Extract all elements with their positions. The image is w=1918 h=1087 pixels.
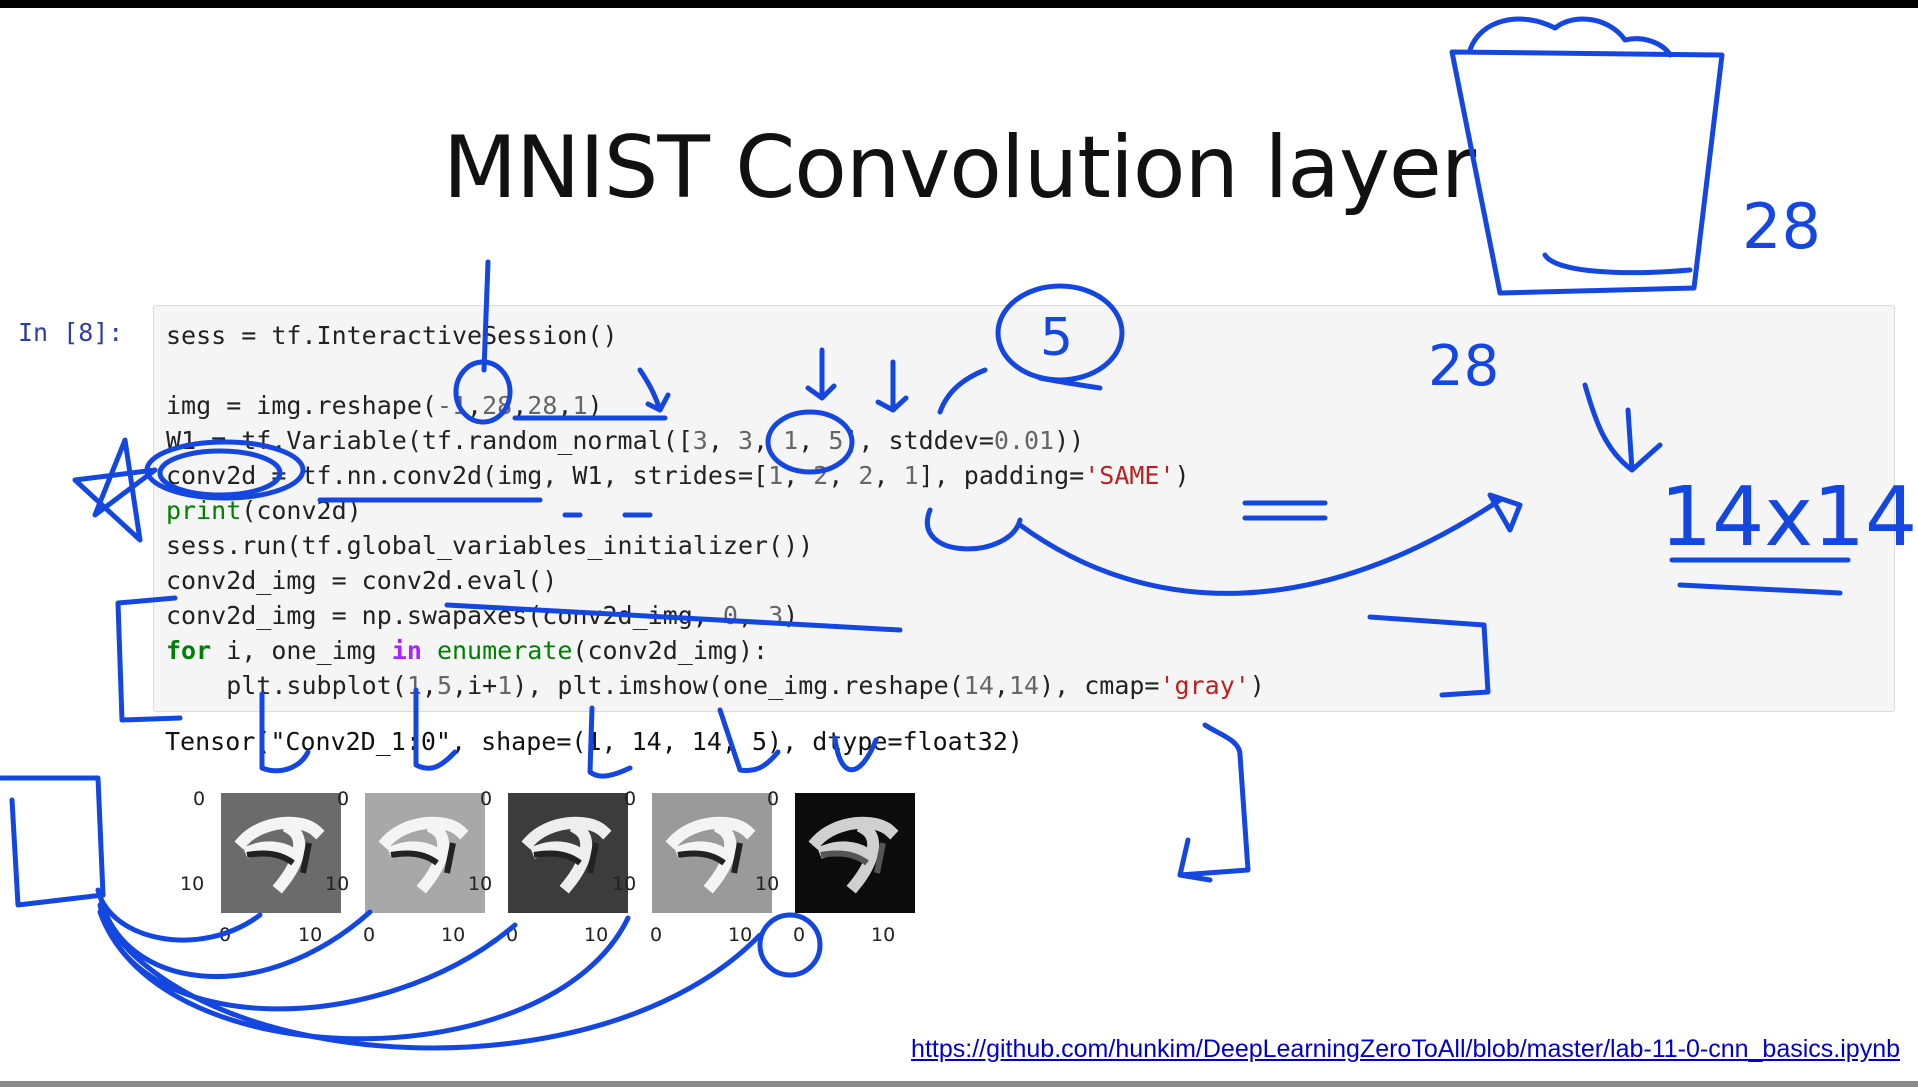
code-line-7: sess.run(tf.global_variables_initializer… [166, 531, 814, 560]
digit-stroke [521, 816, 612, 894]
tick-x-0: 0 [793, 924, 806, 946]
feature-map-icon [795, 793, 915, 913]
code-line-8: conv2d_img = conv2d.eval() [166, 566, 558, 595]
star-icon [72, 437, 158, 543]
tick-x-10: 10 [441, 924, 466, 946]
subplot-image-1 [221, 793, 341, 913]
tick-y-10: 10 [612, 873, 637, 895]
code-line-9: conv2d_img = np.swapaxes(conv2d_img, 0, … [166, 601, 799, 630]
cell-output: Tensor("Conv2D_1:0", shape=(1, 14, 14, 5… [165, 727, 1023, 756]
tick-y-0: 0 [193, 788, 206, 810]
code-line-5: conv2d = tf.nn.conv2d(img, W1, strides=[… [166, 461, 1190, 490]
digit-shadow [677, 842, 743, 874]
tick-y-10: 10 [755, 873, 780, 895]
feature-map-icon [652, 793, 772, 913]
tick-y-0: 0 [767, 788, 780, 810]
code-block[interactable]: sess = tf.InteractiveSession() img = img… [166, 318, 1265, 703]
subplot-image-4 [652, 793, 772, 913]
feature-map-icon [365, 793, 485, 913]
code-line-11: plt.subplot(1,5,i+1), plt.imshow(one_img… [166, 671, 1265, 700]
digit-stroke [665, 816, 756, 894]
digit-shadow [533, 842, 599, 874]
feature-map-icon [221, 793, 341, 913]
code-line-4: W1 = tf.Variable(tf.random_normal([3, 3,… [166, 426, 1085, 455]
cube-top-sketch [1467, 16, 1673, 58]
feature-map-icon [508, 793, 628, 913]
digit-stroke [234, 816, 325, 894]
subplot-image-2 [365, 793, 485, 913]
code-line-6: print(conv2d) [166, 496, 362, 525]
tick-x-10: 10 [728, 924, 753, 946]
digit-stroke [808, 816, 899, 894]
left-box-sketch [0, 775, 106, 908]
code-line-3: img = img.reshape(-1,28,28,1) [166, 391, 603, 420]
cube-bottom-sketch [1542, 252, 1693, 276]
tick-x-0: 0 [506, 924, 519, 946]
tick-x-10: 10 [298, 924, 323, 946]
tick-y-0: 0 [624, 788, 637, 810]
tick-x-10: 10 [871, 924, 896, 946]
code-cell[interactable]: sess = tf.InteractiveSession() img = img… [153, 305, 1895, 712]
digit-shadow [820, 842, 886, 874]
cell-prompt: In [8]: [18, 318, 124, 347]
tick-x-0: 0 [363, 924, 376, 946]
github-link[interactable]: https://github.com/hunkim/DeepLearningZe… [911, 1035, 1900, 1063]
tick-x-10: 10 [584, 924, 609, 946]
tick-y-10: 10 [325, 873, 350, 895]
tick-y-0: 0 [337, 788, 350, 810]
tick-y-10: 10 [468, 873, 493, 895]
tick-x-0: 0 [219, 924, 232, 946]
code-line-1: sess = tf.InteractiveSession() [166, 321, 618, 350]
digit-stroke [378, 816, 469, 894]
subplot-image-5 [795, 793, 915, 913]
bottom-border [0, 1081, 1918, 1087]
digit-shadow [390, 842, 456, 874]
tick-y-10: 10 [180, 873, 205, 895]
tick-y-0: 0 [480, 788, 493, 810]
tick-x-0: 0 [650, 924, 663, 946]
digit-shadow [246, 842, 312, 874]
code-line-10: for i, one_img in enumerate(conv2d_img): [166, 636, 769, 665]
slide-title: MNIST Convolution layer [442, 118, 1476, 218]
subplot-image-3 [508, 793, 628, 913]
top-border [0, 0, 1918, 8]
